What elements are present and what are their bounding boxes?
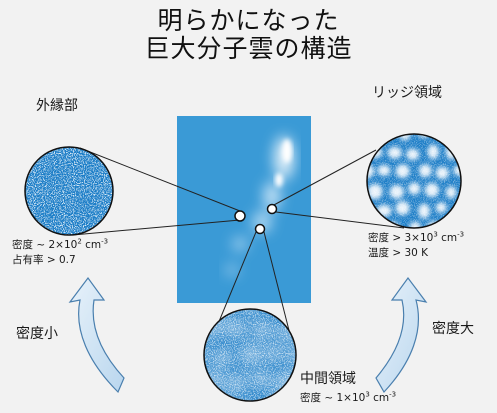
outer-region-inset: [24, 146, 114, 236]
cloud-map-image: [177, 116, 311, 303]
density-clump: [436, 134, 450, 139]
density-clump: [466, 183, 477, 199]
ridge-region-marker: [266, 203, 278, 215]
middle-region-marker: [254, 223, 266, 235]
ridge-region-inset: [366, 133, 477, 237]
density-clump: [288, 343, 296, 366]
ridge-density-text: 密度 > 3×103 cm-3: [368, 230, 465, 244]
density-clump: [379, 134, 391, 141]
density-clump: [212, 348, 233, 367]
density-clump: [222, 319, 247, 338]
density-clump: [277, 323, 296, 341]
density-clump: [367, 204, 373, 218]
density-clump: [367, 134, 372, 140]
low-density-arrow: [68, 276, 125, 394]
density-clump: [465, 222, 477, 237]
density-clump: [452, 134, 461, 140]
density-clump: [264, 344, 284, 362]
density-clump: [240, 400, 257, 401]
title-line-2: 巨大分子雲の構造: [144, 34, 353, 63]
outer-density-text: 密度 ~ 2×102 cm-3: [12, 237, 109, 251]
density-clump: [204, 394, 208, 401]
density-clump: [204, 342, 206, 366]
title-line-1: 明らかになった: [157, 6, 340, 35]
outer-region-label: 外縁部: [36, 98, 78, 114]
density-clump: [268, 394, 285, 401]
outer-filling-text: 占有率 > 0.7: [12, 254, 76, 266]
density-clump: [251, 320, 274, 339]
density-clump: [464, 148, 477, 160]
middle-density-text: 密度 ~ 1×103 cm-3: [300, 390, 397, 404]
outer-region-marker: [234, 210, 246, 222]
density-clump: [226, 373, 247, 393]
low-density-label: 密度小: [16, 326, 58, 342]
middle-region-label: 中間領域: [300, 371, 356, 387]
density-clump: [454, 205, 461, 217]
density-clump: [250, 370, 273, 388]
density-clump: [307, 317, 324, 339]
high-density-label: 密度大: [432, 321, 474, 337]
ridge-temperature-text: 温度 > 30 K: [368, 247, 429, 259]
high-density-arrow: [375, 276, 428, 394]
density-clump: [211, 395, 234, 401]
density-clump: [239, 343, 262, 365]
ridge-region-label: リッジ領域: [372, 85, 442, 101]
